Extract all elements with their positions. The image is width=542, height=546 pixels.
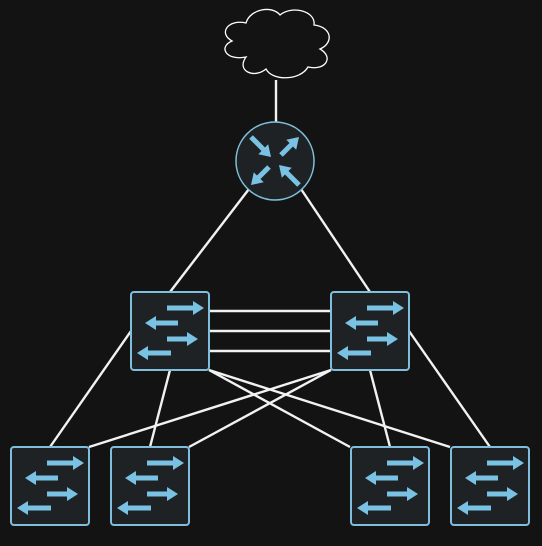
access-switch-2[interactable] <box>110 446 190 526</box>
core-switch-left[interactable] <box>130 291 210 371</box>
arrow-left-icon <box>17 501 51 515</box>
arrow-right-icon <box>167 301 204 315</box>
arrow-right-icon <box>167 332 198 346</box>
switch-icon <box>350 446 430 526</box>
arrow-left-icon <box>145 316 178 330</box>
internet[interactable] <box>224 8 330 79</box>
access-switch-4[interactable] <box>450 446 530 526</box>
link-core-switch-left-to-access-switch-4 <box>208 368 451 449</box>
switch-icon <box>330 291 410 371</box>
switch-icon <box>110 446 190 526</box>
arrow-right-icon <box>387 487 418 501</box>
access-switch-3[interactable] <box>350 446 430 526</box>
arrow-right-icon <box>487 487 518 501</box>
arrow-right-icon <box>147 487 178 501</box>
link-core-switch-left-to-access-switch-2 <box>148 369 172 448</box>
link-core-switch-left-to-access-switch-1 <box>49 330 132 448</box>
link-router-to-core-switch-left <box>169 188 250 293</box>
arrow-left-icon <box>345 316 378 330</box>
switch-icon <box>450 446 530 526</box>
arrow-right-icon <box>487 456 524 470</box>
arrow-right-icon <box>147 456 184 470</box>
arrow-left-icon <box>137 346 171 360</box>
arrow-right-icon <box>367 301 404 315</box>
link-router-to-core-switch-right <box>300 188 371 293</box>
link-core-switch-right-to-access-switch-3 <box>368 369 392 448</box>
arrow-right-icon <box>47 487 78 501</box>
link-core-switch-right-to-access-switch-2 <box>188 368 332 449</box>
arrow-left-icon <box>457 501 491 515</box>
switch-icon <box>130 291 210 371</box>
arrow-left-icon <box>337 346 371 360</box>
arrow-right-icon <box>47 456 84 470</box>
core-switch-right[interactable] <box>330 291 410 371</box>
arrow-diagonal-icon <box>251 165 271 185</box>
router-icon <box>235 121 315 201</box>
arrow-left-icon <box>357 501 391 515</box>
nodes-layer <box>10 8 530 526</box>
arrow-left-icon <box>125 471 158 485</box>
access-switch-1[interactable] <box>10 446 90 526</box>
arrow-left-icon <box>365 471 398 485</box>
arrow-left-icon <box>465 471 498 485</box>
arrow-left-icon <box>117 501 151 515</box>
link-core-switch-right-to-access-switch-4 <box>408 330 491 448</box>
cloud-icon <box>224 8 330 79</box>
arrow-left-icon <box>25 471 58 485</box>
arrow-diagonal-icon <box>249 135 271 157</box>
switch-icon <box>10 446 90 526</box>
arrow-right-icon <box>387 456 424 470</box>
arrow-right-icon <box>367 332 398 346</box>
arrow-diagonal-icon <box>279 165 301 187</box>
router[interactable] <box>235 121 315 201</box>
links-layer <box>49 80 491 449</box>
link-core-switch-left-to-access-switch-3 <box>208 368 351 449</box>
arrow-diagonal-icon <box>279 137 299 157</box>
link-core-switch-right-to-access-switch-1 <box>88 368 332 449</box>
